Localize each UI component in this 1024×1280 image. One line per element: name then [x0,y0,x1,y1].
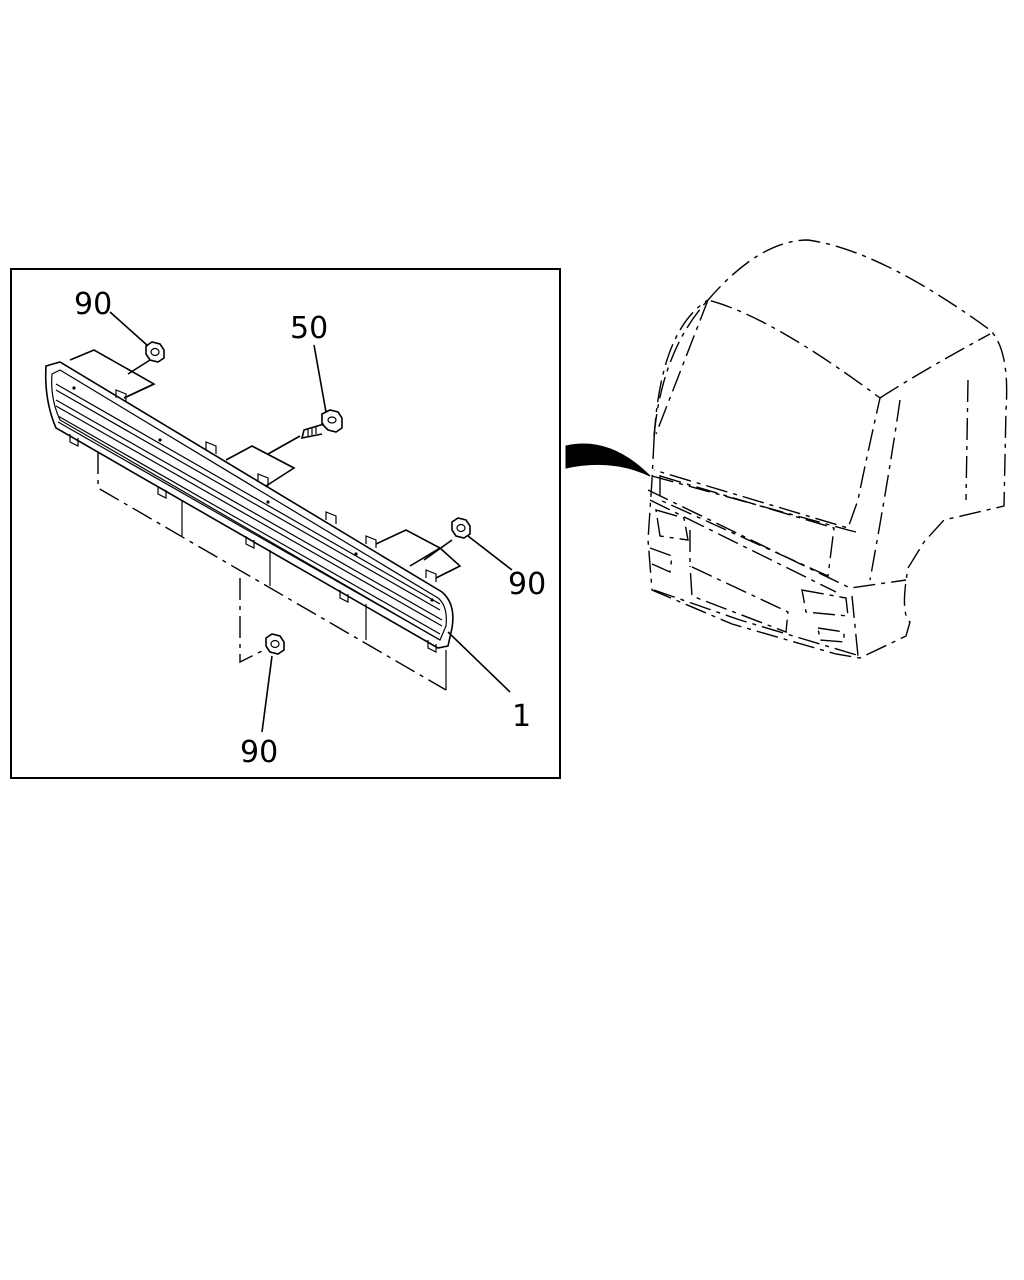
callout-50: 50 [290,311,328,346]
nut-right [451,517,471,539]
bolt-part [300,409,343,440]
truck-cab-outline [647,239,1008,659]
callout-90-right: 90 [508,567,546,602]
leader-90-bottom [261,655,273,733]
nut-bottom [265,633,285,655]
leader-1 [447,631,511,693]
callout-1: 1 [512,699,531,734]
callout-90-top: 90 [74,287,112,322]
leader-90-top [109,311,149,347]
leader-90-right [467,535,513,571]
callout-90-bottom: 90 [240,735,278,770]
front-grille-part [44,361,454,653]
leader-50 [313,344,327,413]
detail-frame [10,268,561,779]
location-arrow [565,443,651,477]
nut-top-left [145,341,165,363]
